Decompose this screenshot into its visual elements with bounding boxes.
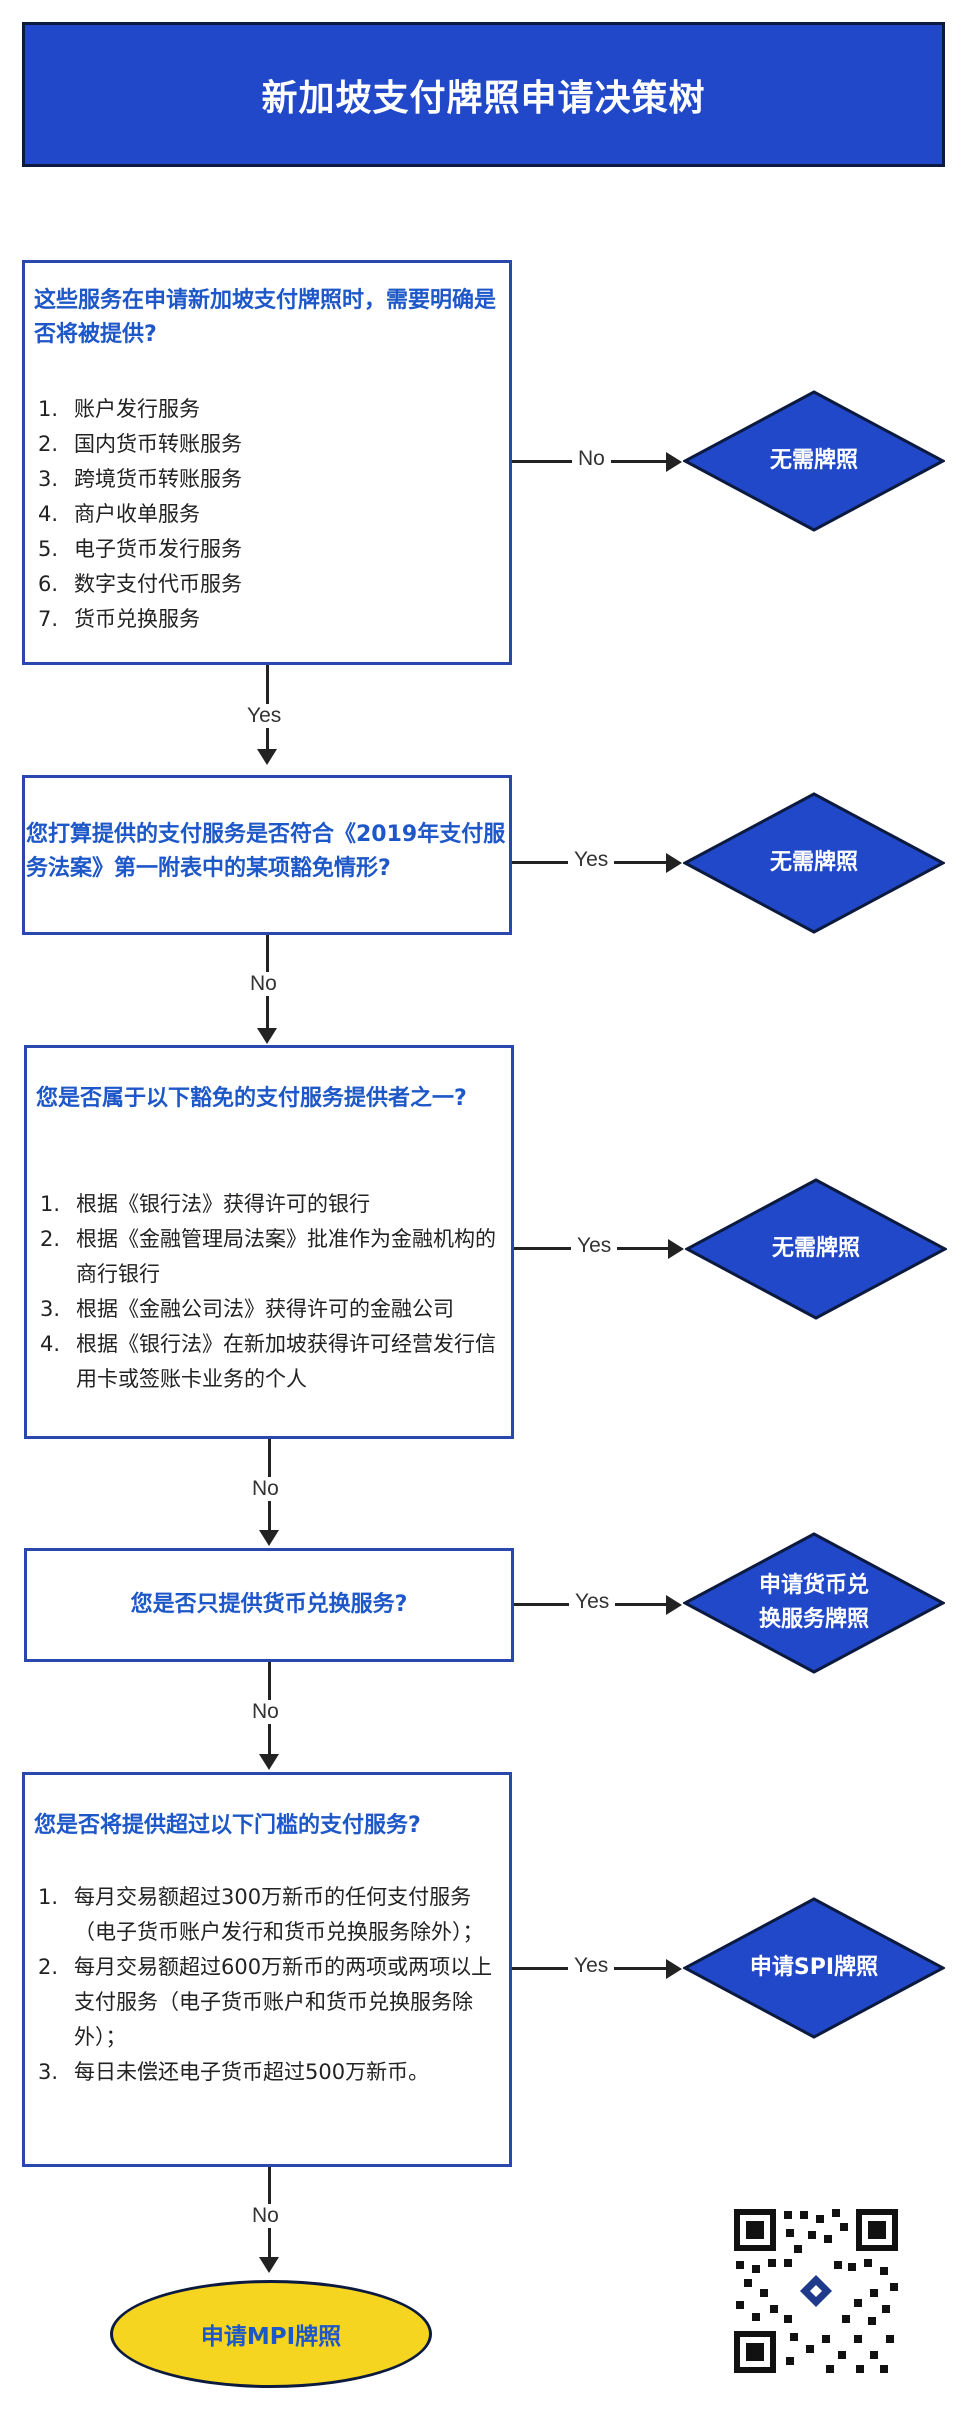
arrow-icon (259, 1530, 279, 1546)
list-item: 2.国内货币转账服务 (38, 432, 242, 456)
outcome-diamond-3: 无需牌照 (685, 1178, 947, 1320)
edge-label: No (572, 447, 611, 471)
title-banner: 新加坡支付牌照申请决策树 (22, 22, 945, 167)
outcome-1-label: 无需牌照 (769, 448, 858, 473)
arrow-icon (257, 1028, 277, 1044)
question-3-list: 1.根据《银行法》获得许可的银行 2.根据《金融管理局法案》批准作为金融机构的商… (40, 1187, 505, 1397)
edge-label: Yes (568, 1954, 615, 1978)
question-box-4 (24, 1548, 514, 1662)
edge-label: Yes (569, 1590, 616, 1614)
outcome-diamond-1: 无需牌照 (683, 390, 945, 532)
edge-label: Yes (568, 848, 615, 872)
arrow-icon (668, 1239, 684, 1259)
list-item: 3.每日未偿还电子货币超过500万新币。 (38, 2060, 430, 2084)
arrow-icon (257, 749, 277, 765)
outcome-diamond-2: 无需牌照 (683, 792, 945, 934)
question-5-list: 1.每月交易额超过300万新币的任何支付服务（电子货币账户发行和货币兑换服务除外… (38, 1880, 503, 2090)
final-outcome-label: 申请MPI牌照 (200, 2324, 342, 2350)
outcome-4-label: 申请货币兑换服务牌照 (758, 1573, 869, 1632)
question-box-3 (24, 1045, 514, 1439)
question-1-title: 这些服务在申请新加坡支付牌照时，需要明确是否将被提供? (34, 288, 497, 347)
outcome-2-label: 无需牌照 (769, 850, 858, 875)
outcome-diamond-5: 申请SPI牌照 (683, 1897, 945, 2039)
question-box-5 (22, 1772, 512, 2167)
edge-label: Yes (241, 704, 288, 728)
outcome-5-label: 申请SPI牌照 (749, 1955, 879, 1980)
arrow-icon (259, 2257, 279, 2273)
edge-label: No (244, 972, 283, 996)
edge-label: No (246, 1700, 285, 1724)
qr-code-icon (730, 2205, 902, 2377)
list-item: 3.根据《金融公司法》获得许可的金融公司 (40, 1297, 454, 1321)
edge-label: No (246, 2204, 285, 2228)
question-box-1 (22, 260, 512, 665)
edge-label: Yes (571, 1234, 618, 1258)
question-4-title: 您是否只提供货币兑换服务? (130, 1592, 408, 1617)
question-5-title: 您是否将提供超过以下门槛的支付服务? (34, 1813, 421, 1838)
arrow-icon (666, 853, 682, 873)
arrow-icon (666, 1595, 682, 1615)
question-2-title: 您打算提供的支付服务是否符合《2019年支付服务法案》第一附表中的某项豁免情形? (26, 822, 506, 881)
outcome-diamond-4: 申请货币兑换服务牌照 (683, 1532, 945, 1674)
page-title: 新加坡支付牌照申请决策树 (261, 77, 706, 119)
list-item: 7.货币兑换服务 (38, 607, 200, 631)
arrow-icon (666, 1959, 682, 1979)
list-item: 4.商户收单服务 (38, 502, 200, 526)
list-item: 2.每月交易额超过600万新币的两项或两项以上支付服务（电子货币账户和货币兑换服… (38, 1955, 493, 2049)
list-item: 4.根据《银行法》在新加坡获得许可经营发行信用卡或签账卡业务的个人 (40, 1332, 496, 1391)
list-item: 1.每月交易额超过300万新币的任何支付服务（电子货币账户发行和货币兑换服务除外… (38, 1885, 484, 1944)
arrow-icon (259, 1754, 279, 1770)
list-item: 1.账户发行服务 (38, 397, 200, 421)
list-item: 6.数字支付代币服务 (38, 572, 242, 596)
question-3-title: 您是否属于以下豁免的支付服务提供者之一? (36, 1086, 467, 1111)
question-box-2 (22, 775, 512, 935)
list-item: 2.根据《金融管理局法案》批准作为金融机构的商行银行 (40, 1227, 496, 1286)
outcome-3-label: 无需牌照 (771, 1236, 860, 1261)
list-item: 3.跨境货币转账服务 (38, 467, 242, 491)
question-1-list: 1.账户发行服务 2.国内货币转账服务 3.跨境货币转账服务 4.商户收单服务 … (38, 392, 498, 637)
list-item: 5.电子货币发行服务 (38, 537, 242, 561)
list-item: 1.根据《银行法》获得许可的银行 (40, 1192, 370, 1216)
final-outcome: 申请MPI牌照 (110, 2280, 432, 2388)
edge-label: No (246, 1477, 285, 1501)
arrow-icon (666, 452, 682, 472)
